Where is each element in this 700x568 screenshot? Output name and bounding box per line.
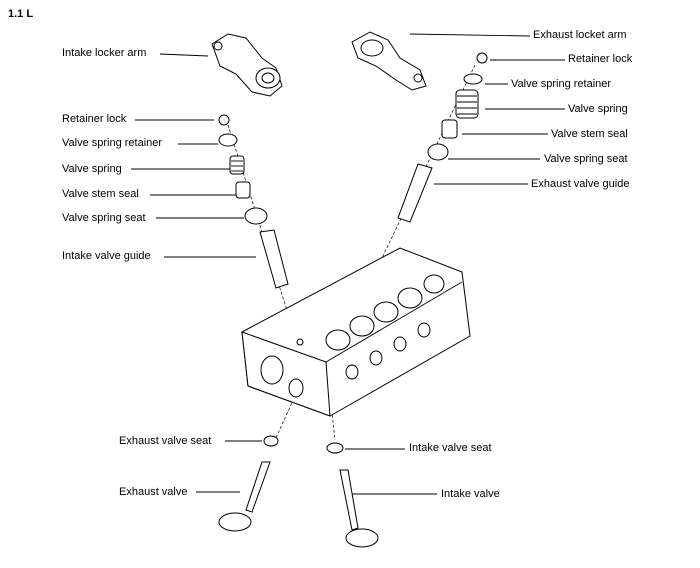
label-intake-locker-arm: Intake locker arm xyxy=(62,47,147,59)
label-valve-spring-left: Valve spring xyxy=(62,163,122,175)
label-exhaust-valve-guide: Exhaust valve guide xyxy=(531,178,630,190)
intake-valve-part xyxy=(339,469,379,548)
label-exhaust-valve-seat: Exhaust valve seat xyxy=(119,435,212,447)
exhaust-valve-part xyxy=(218,461,271,532)
label-valve-spring-retainer-right: Valve spring retainer xyxy=(511,78,612,90)
left-valve-train xyxy=(218,114,289,289)
label-exhaust-valve: Exhaust valve xyxy=(119,486,188,498)
cylinder-head xyxy=(241,247,471,417)
intake-rocker-arm xyxy=(211,33,283,97)
valve-seats xyxy=(263,435,344,454)
label-intake-valve-seat: Intake valve seat xyxy=(409,442,492,454)
label-valve-spring-seat-right: Valve spring seat xyxy=(544,153,628,165)
label-valve-spring-seat-left: Valve spring seat xyxy=(62,212,146,224)
label-valve-stem-seal-left: Valve stem seal xyxy=(62,188,139,200)
leader-lines xyxy=(131,33,565,495)
section-heading: 1.1 L xyxy=(8,8,34,20)
right-valve-train xyxy=(397,52,488,223)
exhaust-rocker-arm xyxy=(351,31,427,91)
label-valve-spring-retainer-left: Valve spring retainer xyxy=(62,137,163,149)
label-retainer-lock-right: Retainer lock xyxy=(568,53,633,65)
label-valve-spring-right: Valve spring xyxy=(568,103,628,115)
label-valve-stem-seal-right: Valve stem seal xyxy=(551,128,628,140)
label-retainer-lock-left: Retainer lock xyxy=(62,113,127,125)
label-intake-valve: Intake valve xyxy=(441,488,500,500)
label-exhaust-locket-arm: Exhaust locket arm xyxy=(533,29,627,41)
label-intake-valve-guide: Intake valve guide xyxy=(62,250,151,262)
